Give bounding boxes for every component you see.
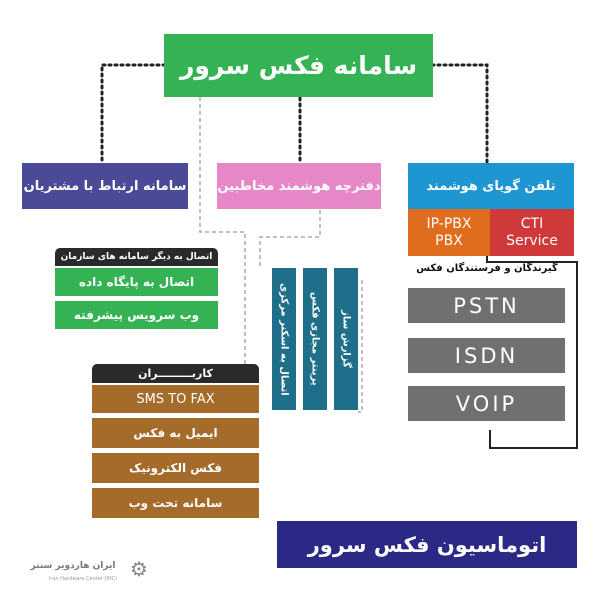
users-item-email-label: ایمیل به فکس <box>133 426 218 440</box>
senders-header: گیرندگان و فرستندگان فکس <box>398 263 576 281</box>
customer-relations-box: سامانه ارتباط با مشتریان <box>22 163 188 209</box>
senders-header-label: گیرندگان و فرستندگان فکس <box>416 263 558 274</box>
feature-virtual-printer: پرینتر مجازی فکس <box>303 268 327 410</box>
users-item-sms-label: SMS TO FAX <box>136 391 215 407</box>
users-header-label: کاربـــــــــران <box>138 367 213 380</box>
org-systems-item-db: اتصال به پایگاه داده <box>55 268 218 296</box>
main-title-box: سامانه فکس سرور <box>164 34 433 97</box>
sender-voip-label: VOIP <box>455 391 518 416</box>
users-item-web: سامانه تحت وب <box>92 488 259 518</box>
feature-report-label: گزارش ساز <box>340 310 352 368</box>
users-item-sms: SMS TO FAX <box>92 385 259 413</box>
logo-subtext: Iran Hardware Center (IHC) <box>48 576 118 582</box>
smart-contacts-label: دفترچه هوشمند مخاطبین <box>217 178 381 194</box>
users-item-web-label: سامانه تحت وب <box>128 496 223 510</box>
footer-title: اتوماسیون فکس سرور <box>307 532 547 557</box>
org-systems-header-label: اتصال به دیگر سامانه های سازمان <box>60 252 213 262</box>
logo-text: ایران هاردویر سنتر <box>30 561 116 571</box>
connector-org-to-users <box>199 97 246 364</box>
sender-isdn-label: ISDN <box>454 343 519 368</box>
customer-relations-label: سامانه ارتباط با مشتریان <box>23 178 187 194</box>
ippbx-label: IP-PBX PBX <box>426 215 472 249</box>
feature-scanner-label: اتصال به اسکنر مرکزی <box>278 282 290 396</box>
connector-title-right <box>430 63 489 165</box>
sender-pstn-label: PSTN <box>453 293 520 318</box>
gear-icon: ⚙ <box>130 557 148 581</box>
smart-ivr-box: تلفن گویای هوشمند <box>408 163 574 209</box>
users-header: کاربـــــــــران <box>92 364 259 383</box>
smart-contacts-box: دفترچه هوشمند مخاطبین <box>217 163 381 209</box>
smart-ivr-label: تلفن گویای هوشمند <box>426 178 556 194</box>
feature-virtual-printer-label: پرینتر مجازی فکس <box>309 292 321 386</box>
users-item-email: ایمیل به فکس <box>92 418 259 448</box>
main-title: سامانه فکس سرور <box>179 51 418 80</box>
users-item-efax-label: فکس الکترونیک <box>128 461 223 475</box>
feature-scanner: اتصال به اسکنر مرکزی <box>272 268 296 410</box>
feature-report: گزارش ساز <box>334 268 358 410</box>
users-item-efax: فکس الکترونیک <box>92 453 259 483</box>
footer-title-box: اتوماسیون فکس سرور <box>277 521 577 568</box>
cti-box: CTI Service <box>490 209 574 256</box>
connector-title-left <box>100 63 167 165</box>
sender-pstn: PSTN <box>408 288 565 323</box>
cti-label: CTI Service <box>506 215 558 249</box>
org-systems-item-db-label: اتصال به پایگاه داده <box>78 275 195 289</box>
sender-isdn: ISDN <box>408 338 565 373</box>
connector-features-right <box>358 280 363 413</box>
ippbx-box: IP-PBX PBX <box>408 209 490 256</box>
org-systems-item-ws-label: وب سرویس پیشرفته <box>73 308 200 322</box>
org-systems-item-ws: وب سرویس پیشرفته <box>55 301 218 329</box>
ihc-logo: ⚙ ایران هاردویر سنتر Iran Hardware Cente… <box>18 557 153 587</box>
connector-contacts-features <box>259 210 321 268</box>
sender-voip: VOIP <box>408 386 565 421</box>
org-systems-header: اتصال به دیگر سامانه های سازمان <box>55 248 218 266</box>
